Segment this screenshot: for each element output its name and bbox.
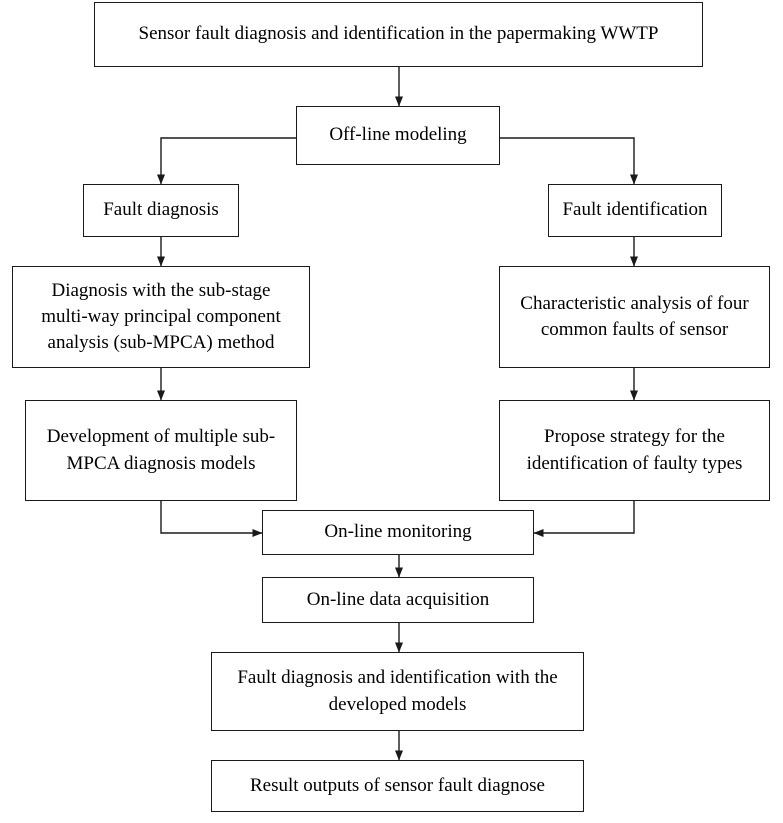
arrow-propose-to-monitoring (533, 501, 635, 537)
offline-modeling-box: Off-line modeling (296, 106, 500, 165)
development-models-box: Development of multiple sub- MPCA diagno… (25, 400, 297, 501)
sensor-fault-diagnosis-box: Sensor fault diagnosis and identificatio… (94, 2, 703, 67)
arrow-offline-to-fault-identification (500, 137, 638, 185)
fault-diagnosis-box: Fault diagnosis (83, 184, 239, 237)
fault-diagnosis-identification-box: Fault diagnosis and identification with … (211, 652, 584, 731)
sub-mpca-diagnosis-method-box: Diagnosis with the sub-stage multi-way p… (12, 266, 310, 368)
online-data-acquisition-box: On-line data acquisition (262, 577, 534, 623)
online-monitoring-box: On-line monitoring (262, 510, 534, 555)
result-outputs-box: Result outputs of sensor fault diagnose (211, 760, 584, 812)
arrow-offline-to-fault-diagnosis (157, 137, 296, 185)
propose-strategy-box: Propose strategy for the identification … (499, 400, 770, 501)
characteristic-analysis-box: Characteristic analysis of four common f… (499, 266, 770, 368)
arrow-development-to-monitoring (160, 501, 263, 537)
fault-identification-box: Fault identification (548, 184, 722, 237)
